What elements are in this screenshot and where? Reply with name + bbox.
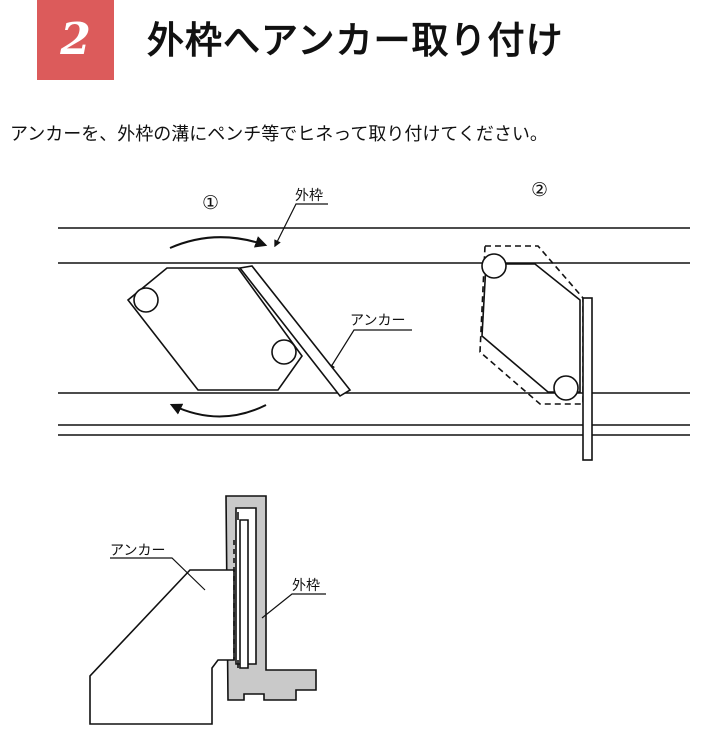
outer-frame-label: 外枠	[295, 188, 323, 204]
anchor-step1	[126, 265, 352, 398]
instruction-text: アンカーを、外枠の溝にペンチ等でヒネって取り付けてください。	[10, 124, 548, 145]
anchor-leader	[328, 329, 412, 372]
step1-marker: ①	[202, 192, 219, 214]
anchor-step2	[479, 245, 593, 461]
cross-section	[89, 495, 317, 725]
section-anchor-leader	[110, 557, 206, 591]
rotate-arrow-bottom	[169, 403, 267, 418]
section-outer-frame-label: 外枠	[292, 578, 320, 594]
section-outer-frame-leader	[261, 593, 326, 619]
section-anchor-label: アンカー	[110, 543, 165, 559]
step-number: 2	[60, 14, 91, 65]
step2-marker: ②	[531, 179, 548, 201]
anchor-label: アンカー	[350, 313, 405, 329]
outer-frame-leader	[274, 203, 328, 248]
page-title: 外枠へアンカー取り付け	[147, 19, 564, 62]
rotate-arrow-top	[169, 236, 268, 249]
step-badge: 2	[37, 0, 114, 80]
